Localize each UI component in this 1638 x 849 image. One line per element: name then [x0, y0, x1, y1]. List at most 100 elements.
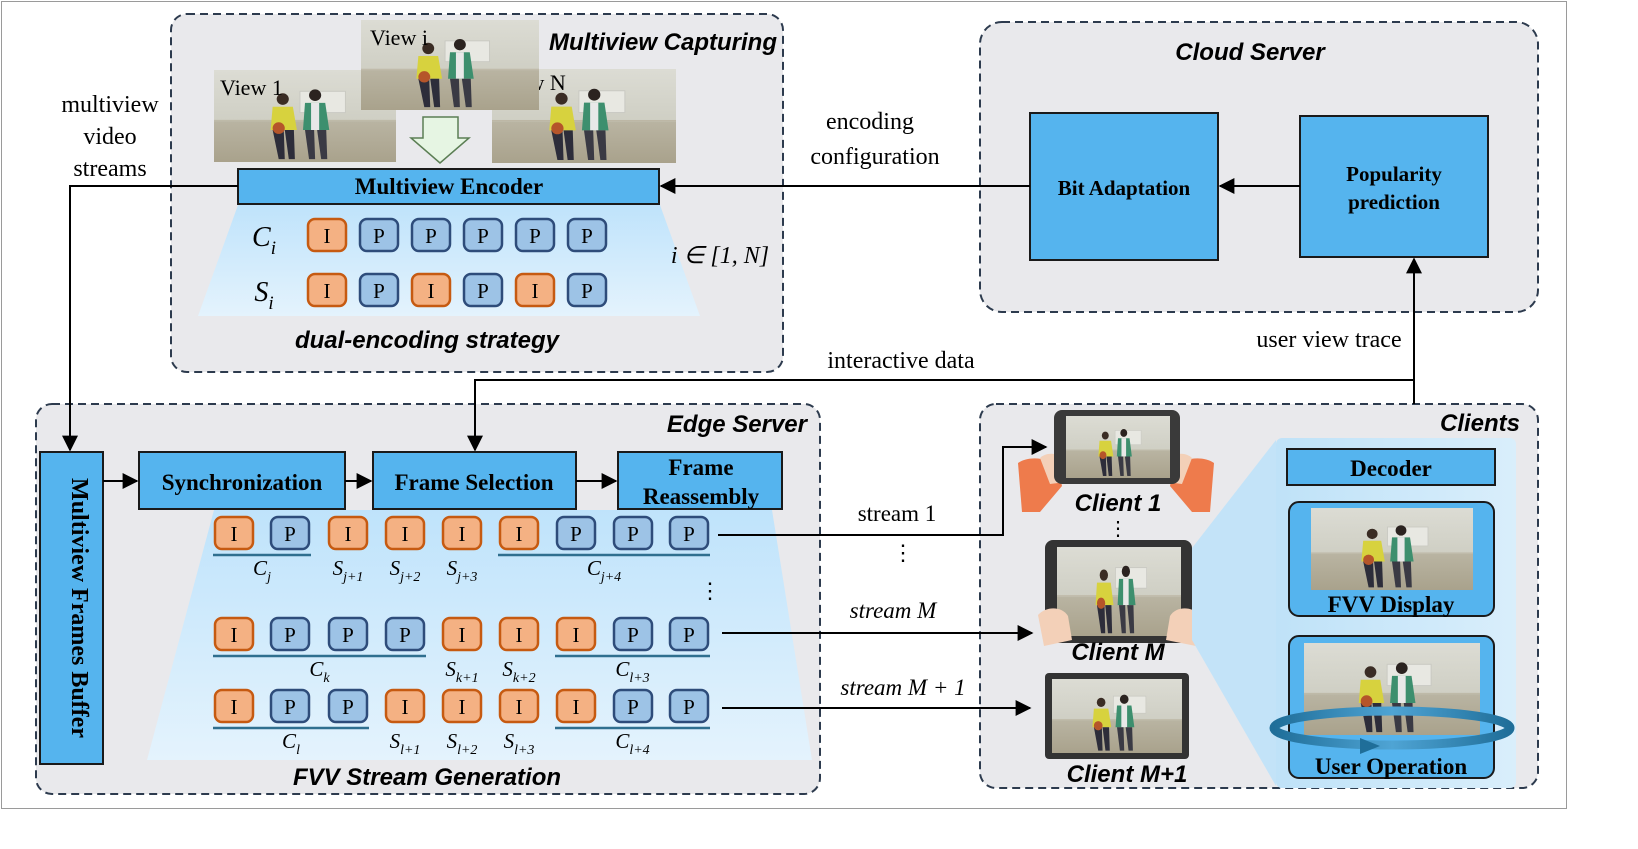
- capturing-frame-1-0-letter: I: [324, 279, 331, 303]
- edge-frame-2-4-letter: I: [459, 695, 466, 719]
- edge-frame-0-7-letter: P: [627, 522, 639, 546]
- frames-buffer-block: [39, 451, 104, 765]
- edge-frame-2-1-letter: P: [284, 695, 296, 719]
- multiview-label-line1: multiview: [61, 92, 159, 118]
- multiview-encoder-block: [237, 168, 660, 205]
- client-callout-wedge: [1192, 440, 1276, 786]
- edge-frame-1-5-letter: I: [516, 623, 523, 647]
- edge-frame-0-0-letter: I: [231, 522, 238, 546]
- edge-frame-0-8-letter: P: [683, 522, 695, 546]
- clients-title: Clients: [1440, 410, 1520, 437]
- frame-reassembly-block: [617, 451, 783, 510]
- edge-frame-1-8-letter: P: [683, 623, 695, 647]
- multiview-encoder-label: Multiview Encoder: [355, 174, 543, 199]
- rotate-ring-icon: [1269, 706, 1515, 754]
- popularity-label-line2: prediction: [1348, 190, 1440, 214]
- capturing-frame-1-4-letter: I: [532, 279, 539, 303]
- edge-frame-0-6: P: [555, 515, 597, 551]
- stream-m-label: stream M: [850, 598, 939, 623]
- capturing-frame-1-5: P: [566, 272, 608, 308]
- capturing-frame-0-4: P: [514, 217, 556, 253]
- frames-buffer-label: Multiview Frames Buffer: [66, 478, 92, 738]
- edge-group-label-0-3: Sj+3: [447, 556, 478, 585]
- capturing-frame-1-5-letter: P: [581, 279, 593, 303]
- edge-frame-2-7: P: [612, 688, 654, 724]
- edge-frame-0-4: I: [441, 515, 483, 551]
- edge-frame-0-7: P: [612, 515, 654, 551]
- edge-group-label-1-0: Ck: [309, 657, 330, 686]
- interactive-data-arrow: [467, 379, 1414, 452]
- user-view-trace-label: user view trace: [1256, 327, 1401, 353]
- edge-group-label-0-2: Sj+2: [390, 556, 421, 585]
- cloud-title: Cloud Server: [1175, 39, 1326, 66]
- edge-frame-1-4-letter: I: [459, 623, 466, 647]
- edge-vdots: ⋮: [699, 578, 721, 603]
- edge-frame-2-5-letter: I: [516, 695, 523, 719]
- multiview-label-line2: video: [83, 124, 136, 150]
- edge-frame-1-6-letter: I: [573, 623, 580, 647]
- edge-group-label-1-1: Sk+1: [445, 657, 478, 686]
- edge-frame-2-8: P: [668, 688, 710, 724]
- edge-frame-2-0: I: [213, 688, 255, 724]
- streams-vdots: ⋮: [892, 540, 914, 565]
- edge-group-label-0-4: Cj+4: [587, 556, 621, 585]
- user-operation-label: User Operation: [1315, 754, 1467, 779]
- stream-m1-label: stream M + 1: [840, 675, 965, 700]
- capturing-frame-0-0: I: [306, 217, 348, 253]
- edge-group-label-1-3: Cl+3: [615, 657, 649, 686]
- client-1-device: [1018, 410, 1214, 512]
- edge-frame-2-0-letter: I: [231, 695, 238, 719]
- encoder-to-buffer-arrow: [62, 185, 238, 452]
- edge-frame-0-2-letter: I: [345, 522, 352, 546]
- client-m-label: Client M: [1071, 639, 1165, 666]
- edge-frame-2-6-letter: I: [573, 695, 580, 719]
- capturing-frame-0-2: P: [410, 217, 452, 253]
- capturing-frame-1-1-letter: P: [373, 279, 385, 303]
- capturing-row-0-label: Ci: [252, 222, 276, 259]
- edge-frame-2-8-letter: P: [683, 695, 695, 719]
- view-i-image: View i: [361, 20, 539, 110]
- edge-frame-1-0: I: [213, 616, 255, 652]
- edge-title: Edge Server: [667, 411, 809, 438]
- capturing-frame-1-3-letter: P: [477, 279, 489, 303]
- capturing-frame-1-2: I: [410, 272, 452, 308]
- synchronization-block: [138, 451, 346, 510]
- edge-frame-0-4-letter: I: [459, 522, 466, 546]
- encoding-label-line1: encoding: [826, 109, 914, 135]
- edge-frame-1-3: P: [384, 616, 426, 652]
- edge-frame-0-0: I: [213, 515, 255, 551]
- multiview-label-line3: streams: [73, 156, 146, 182]
- view-1-image: View 1: [214, 70, 396, 162]
- capturing-frame-1-4: I: [514, 272, 556, 308]
- fvv-display-image: [1311, 508, 1473, 590]
- capturing-frame-0-4-letter: P: [529, 224, 541, 248]
- edge-frame-0-3-letter: I: [402, 522, 409, 546]
- capturing-frame-1-0: I: [306, 272, 348, 308]
- edge-frame-0-5: I: [498, 515, 540, 551]
- client-1-label: Client 1: [1075, 490, 1162, 517]
- capturing-row-1-label: Si: [254, 277, 273, 314]
- edge-frame-0-8: P: [668, 515, 710, 551]
- edge-frame-1-8: P: [668, 616, 710, 652]
- edge-frame-1-6: I: [555, 616, 597, 652]
- edge-group-label-0-0: Cj: [253, 556, 271, 585]
- edge-frame-1-1-letter: P: [284, 623, 296, 647]
- interactive-data-label: interactive data: [827, 348, 975, 374]
- edge-frame-2-2-letter: P: [342, 695, 354, 719]
- edge-group-label-0-1: Sj+1: [333, 556, 364, 585]
- view-1-label: View 1: [220, 75, 283, 100]
- stream-1-arrow: [718, 439, 1048, 536]
- edge-frame-2-2: P: [327, 688, 369, 724]
- capturing-frame-0-5-letter: P: [581, 224, 593, 248]
- frame-selection-label: Frame Selection: [394, 470, 553, 495]
- edge-frame-1-4: I: [441, 616, 483, 652]
- edge-frame-1-7-letter: P: [627, 623, 639, 647]
- bit-adaptation-label: Bit Adaptation: [1058, 176, 1191, 200]
- capturing-frame-1-2-letter: I: [428, 279, 435, 303]
- frame-reassembly-line2: Reassembly: [643, 484, 760, 509]
- capturing-frame-0-3: P: [462, 217, 504, 253]
- edge-frame-1-3-letter: P: [399, 623, 411, 647]
